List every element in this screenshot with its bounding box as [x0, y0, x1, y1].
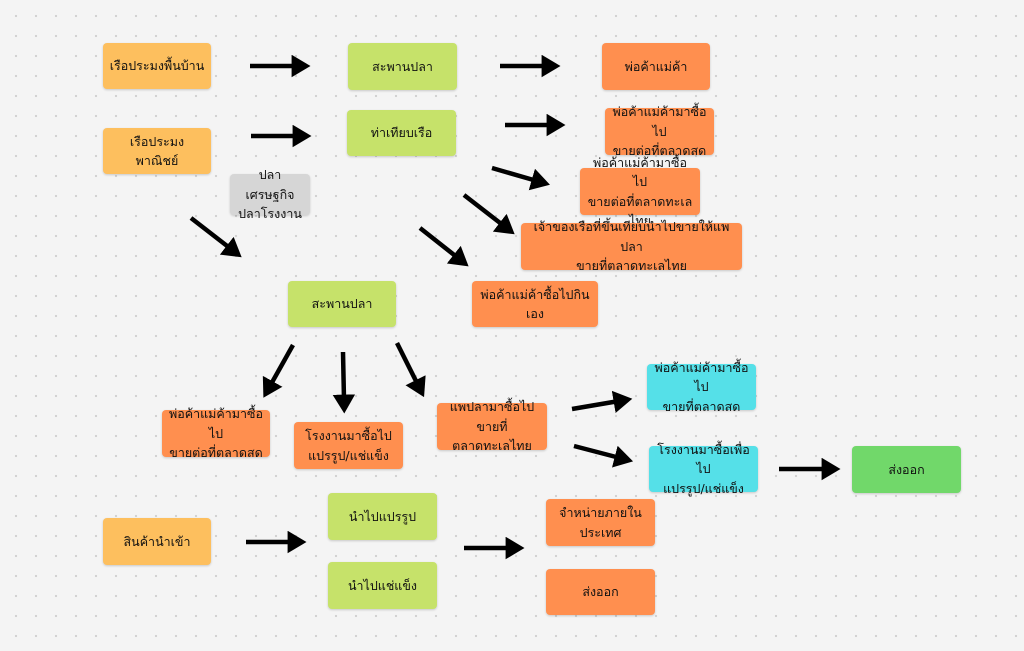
arrow-phaepla-to-talatsot: [571, 390, 633, 413]
node-chamnai-phai-nai: จำหน่ายภายใน ประเทศ: [546, 499, 655, 546]
node-saphan-pla-top: สะพานปลา: [348, 43, 457, 90]
node-pho-kha-talat-sot-2: พ่อค้าแม่ค้ามาซื้อไป ขายต่อที่ตลาดสด: [162, 406, 270, 460]
node-phae-pla: แพปลามาซื้อไปขายที่ ตลาดทะเลไทย: [437, 399, 547, 453]
node-song-ok-orange: ส่งออก: [546, 569, 655, 615]
node-song-ok-green: ส่งออก: [852, 446, 961, 493]
node-pho-kha-talat-sot-cyan: พ่อค้าแม่ค้ามาซื้อไป ขายที่ตลาดสด: [647, 360, 756, 414]
arrow-to-talatthale: [491, 165, 550, 191]
arrow-to-chaokhongrua: [462, 193, 515, 235]
node-chao-khong-rua: เจ้าของเรือที่ขึ้นเทียบนำไปขายให้แพปลา ข…: [521, 219, 742, 273]
node-nam-pai-praerup: นำไปแปรรูป: [328, 493, 437, 540]
node-pho-kha-talat-thale: พ่อค้าแม่ค้ามาซื้อไป ขายต่อที่ตลาดทะเลไท…: [580, 155, 700, 228]
node-pla-setthakit: ปลาเศรษฐกิจ ปลาโรงงาน: [230, 167, 310, 221]
node-rong-ngan-cyan: โรงงานมาซื้อเพื่อไป แปรรูป/แช่แข็ง: [649, 442, 758, 496]
node-rua-pramong-puen-ban: เรือประมงพื้นบ้าน: [103, 43, 211, 89]
node-saphan-pla-mid: สะพานปลา: [288, 281, 396, 327]
arrow-to-kineng: [418, 226, 469, 267]
arrow-saphan-to-phokha-left: [262, 343, 295, 398]
node-sin-kha-nam-khao: สินค้านำเข้า: [103, 518, 211, 565]
arrow-saphan-to-rongngan: [332, 351, 356, 414]
arrow-phaepla-to-rongngan: [573, 443, 634, 468]
node-rua-pramong-panit: เรือประมงพาณิชย์: [103, 128, 211, 174]
node-tha-tiap-rua: ท่าเทียบเรือ: [347, 110, 456, 156]
node-nam-pai-chae-khaeng: นำไปแช่แข็ง: [328, 562, 437, 609]
node-pho-kha-kin-eng: พ่อค้าแม่ค้าซื้อไปกินเอง: [472, 281, 598, 327]
node-pho-kha-talat-sot-1: พ่อค้าแม่ค้ามาซื้อไป ขายต่อที่ตลาดสด: [605, 104, 714, 158]
node-pho-kha-mae-kha: พ่อค้าแม่ค้า: [602, 43, 710, 90]
arrow-saphan-to-phaepla: [394, 341, 426, 398]
node-rong-ngan-praerup: โรงงานมาซื้อไป แปรรูป/แช่แข็ง: [294, 422, 403, 469]
arrow-setthakit-to-saphan: [189, 216, 242, 258]
